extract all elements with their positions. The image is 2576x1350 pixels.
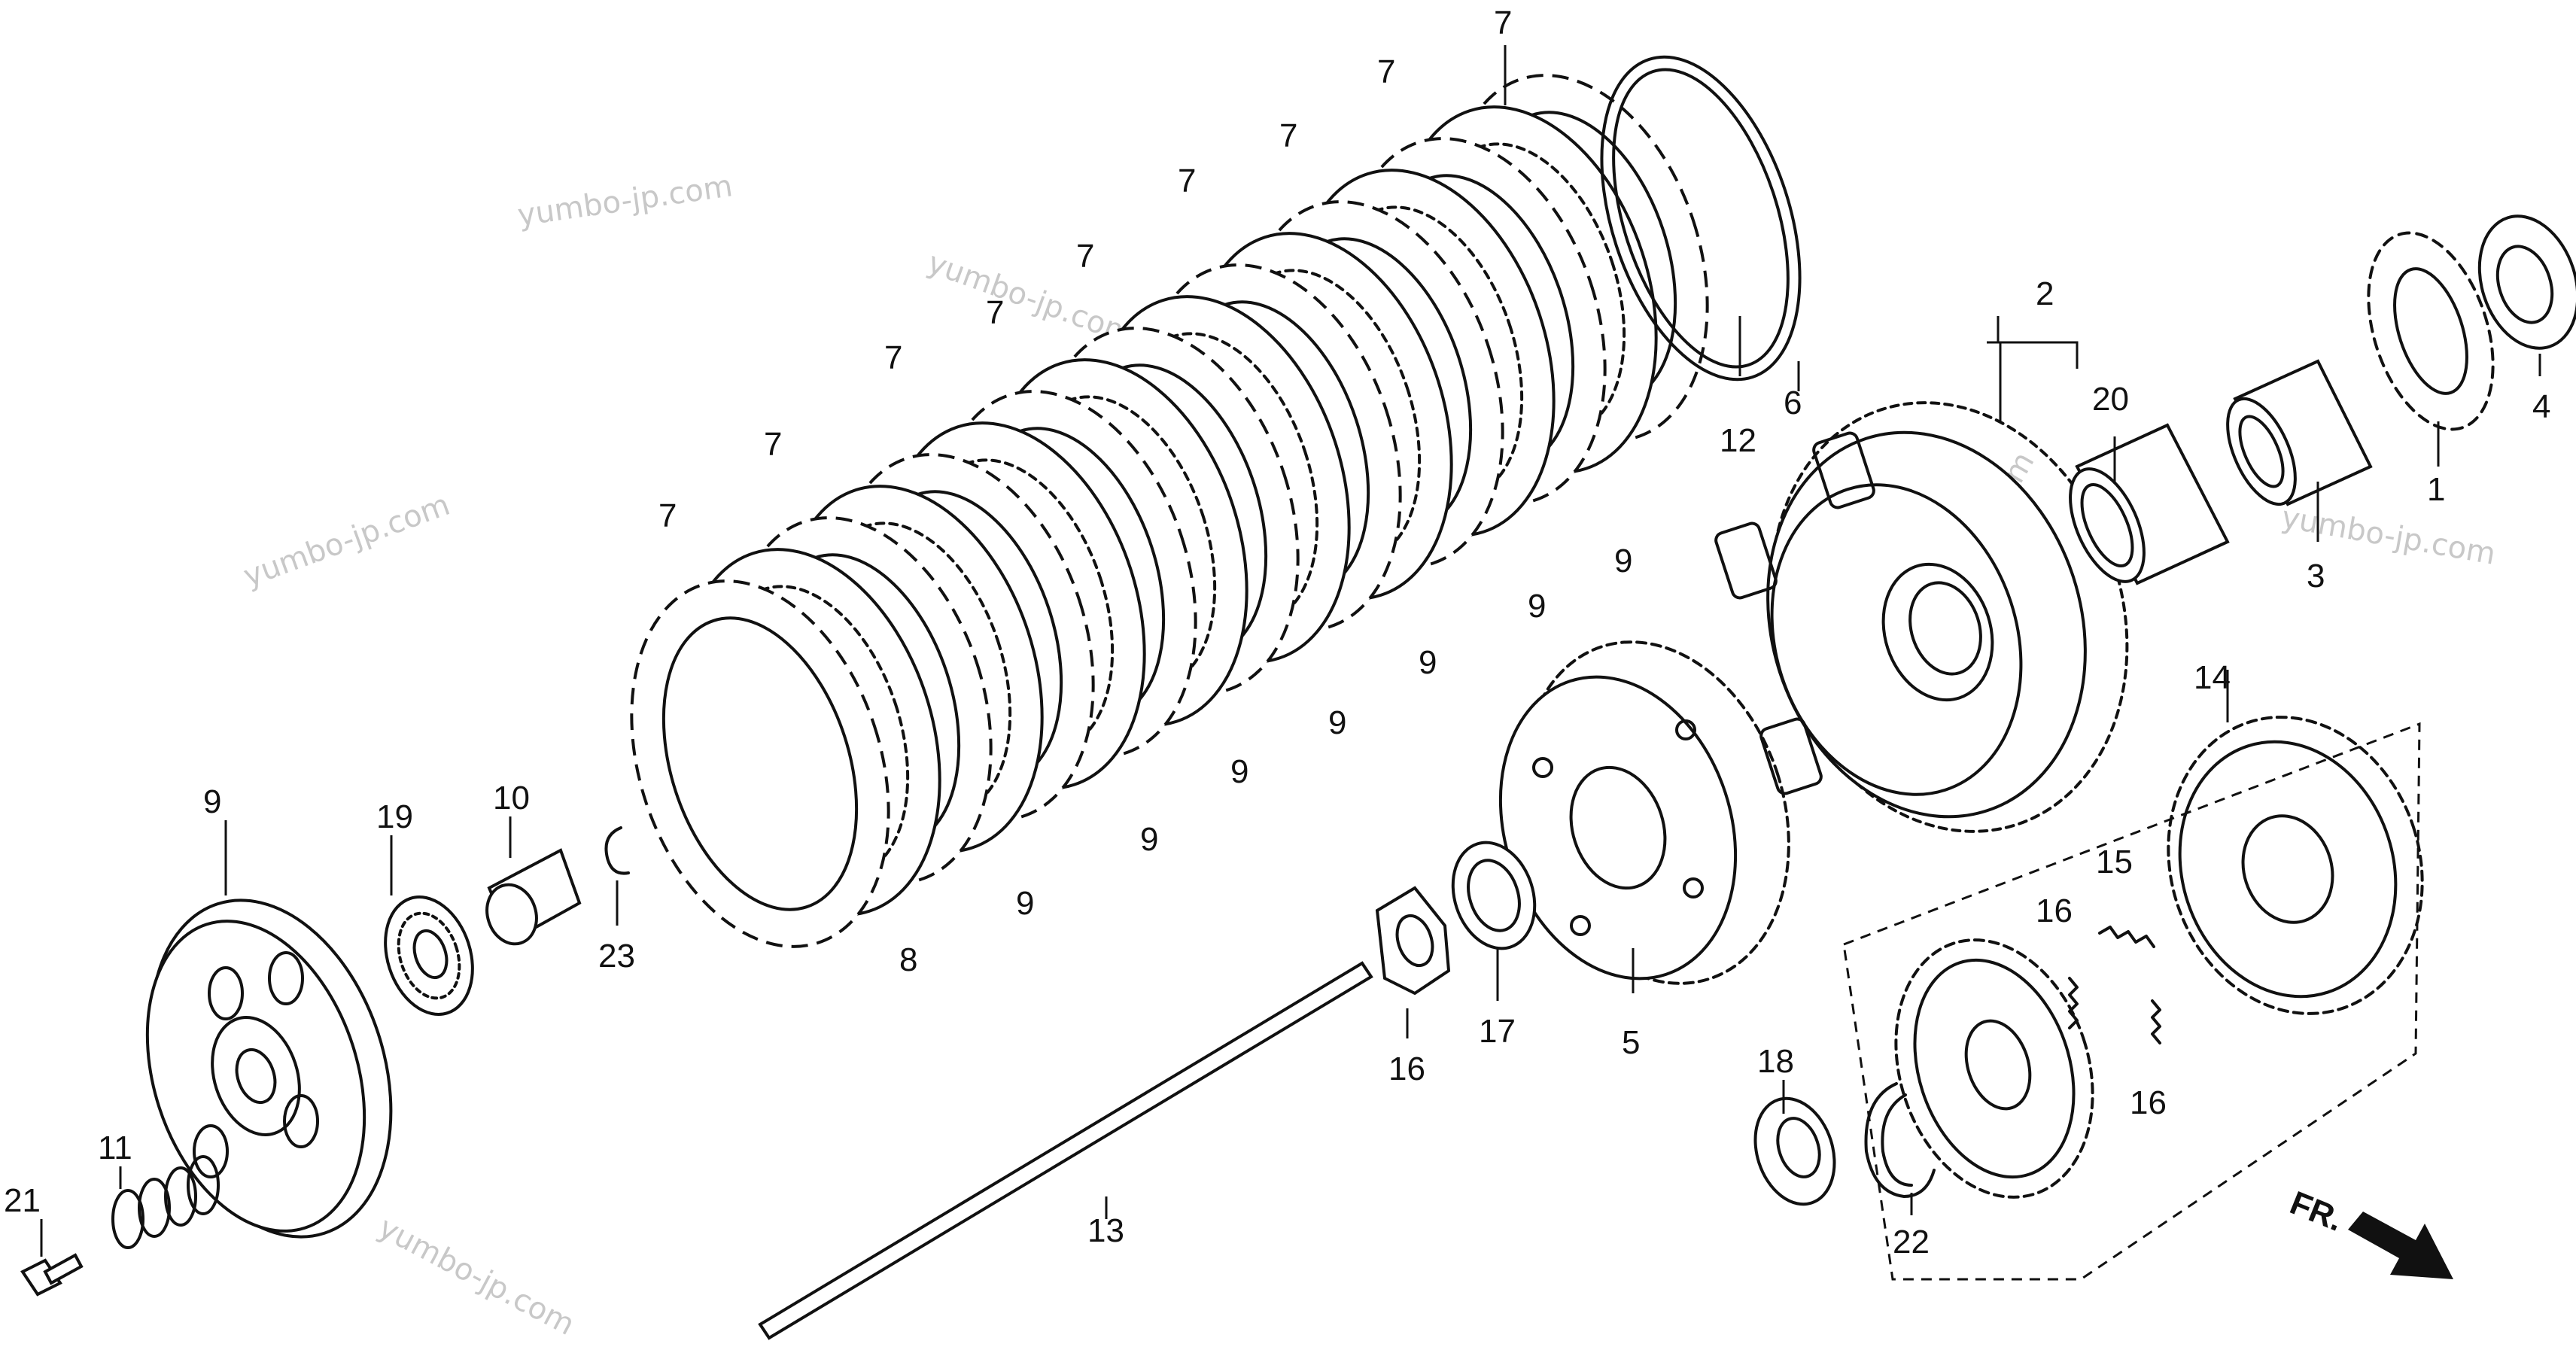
- circlip-part: [604, 826, 630, 875]
- snap-ring-part: [1864, 1082, 1936, 1198]
- callout-3: 3: [2307, 558, 2325, 594]
- callout-7: 7: [1178, 163, 1196, 199]
- callout-13: 12: [1720, 422, 1756, 459]
- direction-label: FR.: [2285, 1184, 2348, 1239]
- callout-7: 7: [1076, 238, 1094, 275]
- callout-12: 11: [98, 1130, 132, 1166]
- callout-9: 9: [1140, 821, 1158, 858]
- bolt-part: [20, 1253, 84, 1297]
- callout-9: 9: [1230, 753, 1248, 790]
- drive-gear-part: [2167, 716, 2424, 1015]
- watermark-text: yumbo-jp.com: [373, 1210, 580, 1342]
- callout-labels: 1 2 3 4 5 6 7 7 7 7 7 7 7 7 7 8 9 9 9 9 …: [4, 5, 2550, 1260]
- callout-5: 5: [1622, 1024, 1640, 1061]
- callout-7: 7: [986, 294, 1004, 331]
- lock-nut-part: [1375, 886, 1451, 996]
- clutch-outer-part: [1714, 401, 2129, 833]
- callout-9: 8: [899, 941, 917, 978]
- callout-9: 9: [1419, 644, 1437, 681]
- callout-16: 16: [2130, 1084, 2167, 1121]
- callout-4: 4: [2532, 388, 2550, 425]
- wire-ring-part: [1600, 55, 1802, 382]
- callout-7: 7: [884, 339, 902, 376]
- callout-19: 18: [1757, 1043, 1794, 1080]
- callout-17: 16: [1388, 1051, 1425, 1087]
- pressure-plate-part: [145, 898, 393, 1239]
- callout-22: 21: [4, 1182, 41, 1219]
- callout-10: 9: [203, 783, 221, 820]
- callout-9: 9: [1016, 885, 1034, 922]
- friction-disk: [630, 579, 890, 948]
- callout-18: 17: [1479, 1013, 1516, 1050]
- callout-7: 7: [1377, 53, 1395, 90]
- callout-7: 7: [764, 426, 782, 463]
- collar-part: [2226, 359, 2373, 506]
- damper-springs-part: [2068, 926, 2161, 1044]
- clutch-spring-part: [111, 1155, 220, 1249]
- starter-sprocket-part: [1894, 938, 2094, 1199]
- clutch-plate-stack: [630, 74, 1709, 948]
- callout-16: 16: [2036, 892, 2073, 929]
- callout-6: 6: [1784, 385, 1802, 421]
- callout-23: 22: [1893, 1224, 1930, 1260]
- clutch-center-part: [1498, 640, 1790, 985]
- callout-14: 13: [1087, 1212, 1124, 1249]
- callout-20: 19: [376, 798, 413, 835]
- callout-7: 7: [1279, 117, 1297, 154]
- callout-9: 9: [1328, 704, 1346, 741]
- needle-bearing-part: [2069, 423, 2230, 585]
- callout-24: 23: [598, 938, 635, 974]
- callout-1: 1: [2427, 471, 2445, 508]
- watermark-text: yumbo-jp.com: [239, 488, 455, 594]
- washer-19-part: [1753, 1096, 1836, 1206]
- washer-18-part: [1451, 841, 1537, 950]
- callout-9: 9: [1614, 543, 1632, 579]
- thrust-washer-part: [2477, 214, 2576, 350]
- callout-15: 14: [2194, 659, 2231, 696]
- subassembly-outline: [1842, 722, 2421, 1281]
- bearing-part: [384, 895, 474, 1016]
- callout-16: 15: [2096, 844, 2133, 880]
- callout-21: 20: [2092, 381, 2129, 418]
- front-direction-arrow: FR.: [2285, 1184, 2453, 1279]
- callout-7: 7: [658, 497, 677, 534]
- splined-washer-part: [2367, 231, 2495, 431]
- watermark-text: yumbo-jp.com: [516, 169, 734, 233]
- callout-9: 9: [1528, 588, 1546, 625]
- callout-8: 7: [1494, 5, 1512, 41]
- push-rod-part: [758, 961, 1373, 1340]
- leader-lines: [40, 45, 2541, 1257]
- lifter-piece-part: [485, 848, 582, 946]
- callout-2: 2: [2036, 275, 2054, 312]
- callout-11: 10: [493, 780, 530, 816]
